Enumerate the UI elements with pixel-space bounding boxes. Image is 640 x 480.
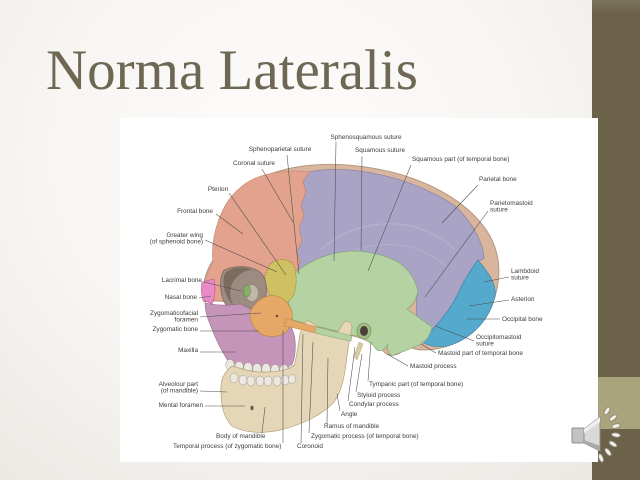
temporal-line-arc <box>319 223 456 251</box>
leader-line-pterion <box>228 192 287 276</box>
leader-line-lambdoid-suture <box>483 276 510 283</box>
leader-line-mastoid-process <box>386 353 409 367</box>
label-mastoid-process: Mastoid process <box>410 363 457 370</box>
leader-line-squamous-part-of-temporal-bone <box>367 164 412 272</box>
label-frontal-bone: Frontal bone <box>177 208 213 215</box>
leader-line-styloid-process <box>355 353 363 393</box>
styloid-process-shape <box>353 341 364 361</box>
zygomaticofacial-foramen-shape <box>275 314 279 318</box>
leader-line-zygomatic-process-of-temporal-bone <box>308 341 314 434</box>
label-occipital-bone: Occipital bone <box>502 316 543 323</box>
label-sphenoparietal-suture: Sphenoparietal suture <box>249 146 312 153</box>
label-zygomatic-bone: Zygomatic bone <box>153 326 199 333</box>
label-mental-foramen: Mental foramen <box>159 402 204 409</box>
label-greater-wing-of-sphenoid-bone: Greater wing(of sphenoid bone) <box>150 232 204 246</box>
label-coronoid: Coronoid <box>297 443 323 450</box>
label-nasal-bone: Nasal bone <box>165 294 198 301</box>
label-parietal-bone: Parietal bone <box>479 176 517 183</box>
leader-line-asterion <box>468 299 510 307</box>
label-maxilla: Maxilla <box>178 347 198 354</box>
label-squamous-suture: Squamous suture <box>355 147 406 154</box>
label-tympanic-part-of-temporal-bone: Tympanic part (of temporal bone) <box>369 381 463 388</box>
label-alveolour-part-of-mandible: Alveolour part(of mandible) <box>159 381 199 395</box>
leader-line-parietal-bone <box>441 184 479 224</box>
leader-line-frontal-bone <box>215 213 244 235</box>
leader-line-angle <box>336 393 341 412</box>
label-body-of-mandible: Body of mandible <box>216 433 266 440</box>
label-styloid-process: Styloid process <box>357 392 400 399</box>
leader-line-zygomaticofacial-foramen <box>199 312 262 318</box>
temporal-bone-shape <box>288 250 433 357</box>
orbit-shadow-shape <box>223 267 252 306</box>
leader-line-tympanic-part-of-temporal-bone <box>367 341 372 382</box>
label-pterion: Pterion <box>208 186 229 193</box>
lower-teeth <box>229 372 296 387</box>
label-squamous-part-of-temporal-bone: Squamous part (of temporal bone) <box>412 156 509 163</box>
lacrimal-bone-shape <box>243 284 251 298</box>
leader-line-squamous-suture <box>360 155 363 251</box>
label-condylar-process: Condylar process <box>349 401 399 408</box>
page-title: Norma Lateralis <box>46 39 418 102</box>
external-acoustic-meatus-shape <box>360 326 368 336</box>
label-ramus-of-mandible: Ramus of mandible <box>324 423 380 430</box>
speaker-sound-dashes <box>597 406 621 463</box>
mental-foramen-shape <box>250 405 254 411</box>
speaker-body <box>571 416 601 452</box>
skull-illustration <box>201 163 500 433</box>
leader-line-mastoid-part-of-temporal-bone <box>420 343 437 354</box>
leader-line-condylar-process <box>347 346 356 402</box>
leader-line-greater-wing-of-sphenoid-bone <box>204 239 278 273</box>
label-angle: Angle <box>341 411 358 418</box>
leader-line-nasal-bone <box>198 295 212 299</box>
leader-line-lacrimal-bone <box>203 281 242 292</box>
label-asterion: Asterion <box>511 296 535 303</box>
leader-line-ramus-of-mandible <box>326 357 329 425</box>
label-temporal-process-of-zygomatic-bone: Temporal process (of zygomatic bone) <box>173 443 281 450</box>
speaker-icon[interactable] <box>566 404 622 468</box>
label-mastoid-part-of-temporal-bone: Mastoid part of temporal bone <box>438 350 523 357</box>
label-sphenosquamous-suture: Sphenosquamous suture <box>330 134 402 141</box>
leader-line-coronal-suture <box>261 168 294 223</box>
leader-line-sphenosquamous-suture <box>333 141 337 262</box>
leader-line-coronoid <box>300 333 304 444</box>
leader-line-sphenoparietal-suture <box>286 154 300 275</box>
label-coronal-suture: Coronal suture <box>233 160 275 167</box>
label-zygomatic-process-of-temporal-bone: Zygomatic process (of temporal bone) <box>311 433 419 440</box>
label-lacrimal-bone: Lacrimal bone <box>162 277 203 284</box>
zygomatic-arch-back-shape <box>314 326 353 342</box>
leader-line-alveolour-part-of-mandible <box>199 390 228 393</box>
leader-line-occipitomastoid-suture <box>434 325 475 342</box>
leader-line-body-of-mandible <box>261 406 266 434</box>
leader-line-parietomastoid-suture <box>424 210 489 298</box>
